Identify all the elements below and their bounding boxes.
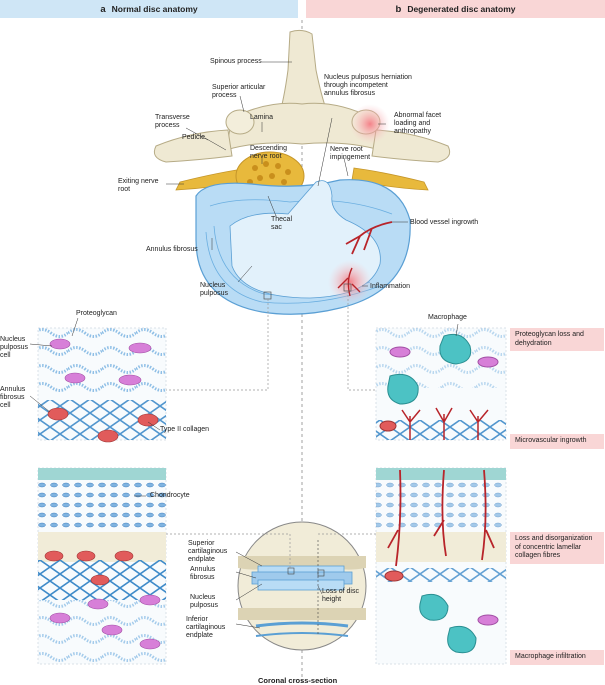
panel-b-title: Degenerated disc anatomy — [407, 4, 516, 14]
callout-lamellar-disorganization: Loss and disorganization of concentric l… — [510, 532, 604, 564]
label-pedicle: Pedicle — [182, 134, 205, 141]
degenerated-endplate-histology — [375, 467, 507, 665]
panel-b-header: b Degenerated disc anatomy — [306, 0, 605, 18]
label-exiting-nerve-root: Exiting nerve root — [118, 178, 159, 193]
label-nucleus-pulposus-coronal: Nucleus pulposus — [190, 594, 219, 609]
label-annulus-fibrosus-coronal: Annulus fibrosus — [190, 566, 216, 581]
label-thecal-sac: Thecal sac — [271, 216, 293, 231]
label-nerve-root-impingement: Nerve root impingement — [330, 146, 371, 161]
disc — [195, 179, 411, 315]
label-transverse-process: Transverse process — [155, 114, 190, 129]
label-nucleus-pulposus: Nucleus pulposus — [200, 282, 229, 297]
label-blood-vessel-ingrowth: Blood vessel ingrowth — [410, 219, 479, 226]
label-inflammation: Inflammation — [370, 283, 411, 290]
panel-a-letter: a — [100, 3, 106, 15]
label-annulus-fibrosus-cell: Annulus fibrosus cell — [0, 386, 26, 409]
label-macrophage: Macrophage — [428, 314, 467, 321]
label-inferior-cartilaginous-endplate: Inferior cartilaginous endplate — [186, 616, 226, 639]
label-type-ii-collagen: Type II collagen — [160, 426, 210, 433]
label-annulus-fibrosus: Annulus fibrosus — [146, 246, 198, 253]
label-chondrocyte: Chondrocyte — [150, 492, 190, 499]
panel-b-letter: b — [395, 3, 402, 15]
panel-a-header: a Normal disc anatomy — [0, 0, 298, 18]
normal-endplate-histology — [37, 467, 167, 665]
label-spinous-process: Spinous process — [210, 58, 262, 65]
callout-microvascular-ingrowth: Microvascular ingrowth — [510, 434, 604, 449]
label-superior-cartilaginous-endplate: Superior cartilaginous endplate — [188, 540, 228, 563]
degenerated-np-histology — [375, 327, 507, 441]
panel-a-title: Normal disc anatomy — [111, 4, 198, 14]
label-proteoglycan: Proteoglycan — [76, 310, 117, 317]
footer-coronal-cross-section: Coronal cross-section — [258, 676, 338, 685]
vertebra — [153, 29, 451, 201]
callout-macrophage-infiltration: Macrophage infiltration — [510, 650, 604, 665]
label-herniation: Nucleus pulposus herniation through inco… — [324, 74, 412, 97]
callout-proteoglycan-loss: Proteoglycan loss and dehydration — [510, 328, 604, 351]
label-loss-of-disc-height: Loss of disc height — [322, 588, 359, 603]
normal-np-histology — [37, 327, 167, 443]
label-nucleus-pulposus-cell: Nucleus pulposus cell — [0, 336, 29, 359]
label-lamina: Lamina — [250, 114, 273, 121]
label-descending-nerve-root: Descending nerve root — [250, 145, 287, 160]
coronal-cross-section — [237, 521, 367, 651]
label-abnormal-facet-loading: Abnormal facet loading and anthropathy — [394, 112, 442, 135]
label-superior-articular-process: Superior articular process — [212, 84, 266, 99]
